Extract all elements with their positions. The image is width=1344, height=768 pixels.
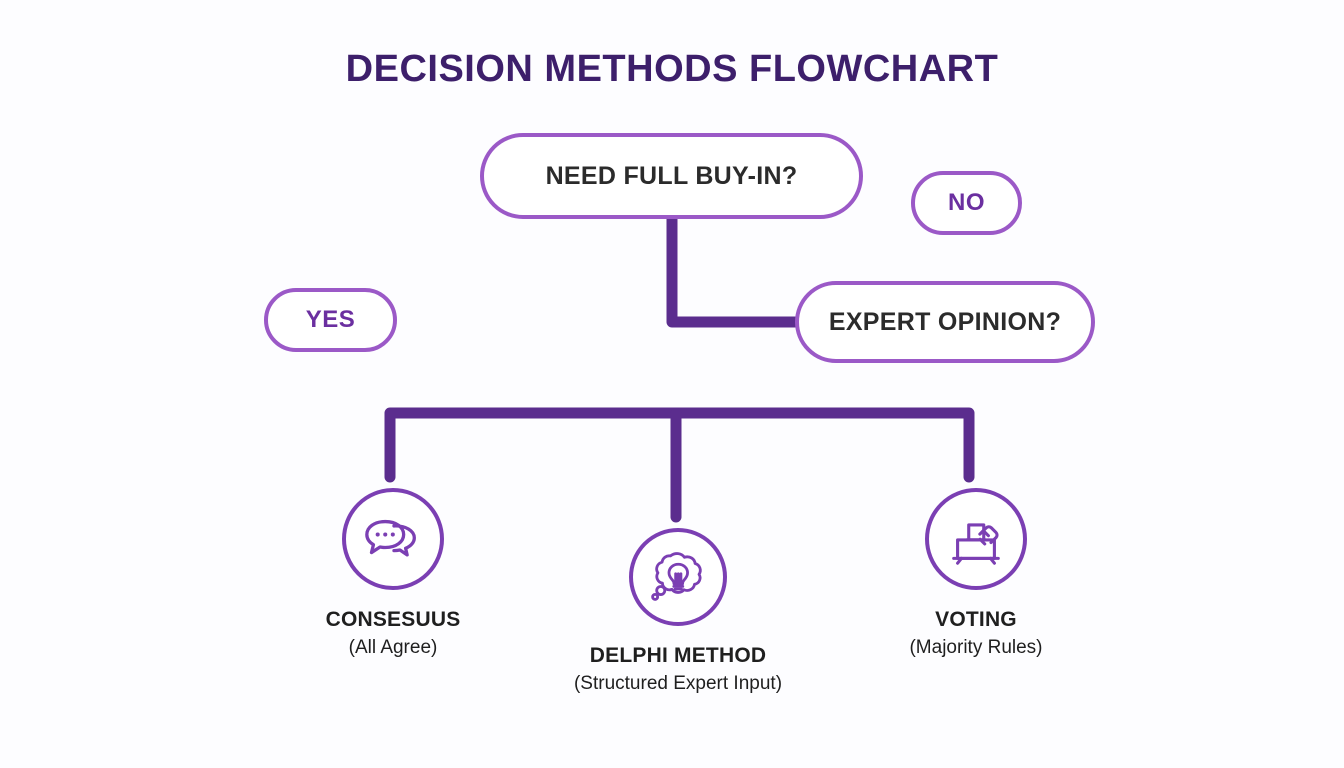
icon-circle [342,488,444,590]
outcome-label: VOTING [935,608,1017,631]
connector-buyin-to-expert [666,213,801,328]
outcome-label: DELPHI METHOD [589,644,767,667]
outcome-sublabel: (Structured Expert Input) [573,673,783,694]
page-title: DECISION METHODS FLOWCHART [345,48,999,90]
ballot-box-icon [952,523,1000,565]
decision-node-label: NEED FULL BUY-IN? [545,161,798,190]
icon-circle [629,528,727,626]
outcome-sublabel: (Majority Rules) [909,637,1043,658]
connector-outcome-bus [384,407,975,483]
outcome-node-delphi-method[interactable]: DELPHI METHOD (Structured Expert Input) [574,528,782,695]
branch-badge-yes[interactable]: YES [264,288,397,352]
outcome-sublabel: (All Agree) [348,637,438,658]
decision-node-need-full-buyin[interactable]: NEED FULL BUY-IN? [480,133,863,219]
branch-badge-label: YES [305,306,356,333]
branch-badge-label: NO [948,189,985,216]
outcome-node-consensus[interactable]: CONSESUUS (All Agree) [303,488,483,659]
outcome-label: CONSESUUS [325,608,461,631]
icon-circle [925,488,1027,590]
outcome-node-voting[interactable]: VOTING (Majority Rules) [886,488,1066,659]
decision-node-expert-opinion[interactable]: EXPERT OPINION? [795,281,1095,363]
thought-bubble-lightbulb-icon [651,552,702,601]
decision-node-label: EXPERT OPINION? [828,307,1062,336]
branch-badge-no[interactable]: NO [911,171,1022,235]
speech-bubbles-icon [365,519,416,557]
